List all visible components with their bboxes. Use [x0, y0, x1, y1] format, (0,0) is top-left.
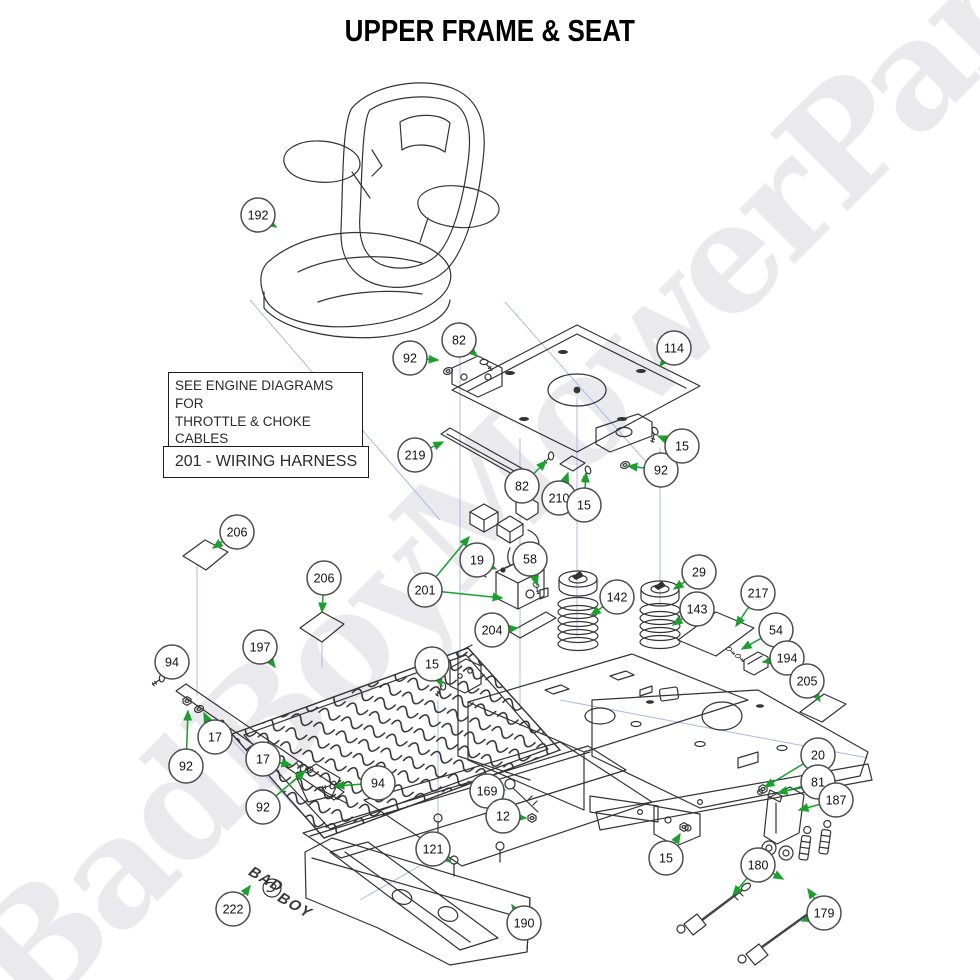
callout-187: 187 — [818, 782, 854, 818]
slide-strip — [440, 427, 524, 476]
floor-mat — [230, 647, 562, 839]
svg-text:15: 15 — [659, 852, 673, 866]
svg-text:219: 219 — [405, 449, 426, 463]
svg-text:92: 92 — [256, 801, 270, 815]
cables — [676, 819, 832, 966]
svg-text:94: 94 — [165, 656, 179, 670]
brand-word-boy: BOY — [273, 890, 317, 921]
svg-text:143: 143 — [687, 603, 708, 617]
svg-text:20: 20 — [811, 749, 825, 763]
svg-text:206: 206 — [314, 572, 335, 586]
callout-92: 92 — [168, 748, 204, 784]
callout-82: 82 — [441, 322, 477, 358]
svg-text:190: 190 — [514, 917, 535, 931]
note-engine-diagrams: SEE ENGINE DIAGRAMS FOR THROTTLE & CHOKE… — [168, 372, 363, 453]
callout-180: 180 — [740, 847, 776, 883]
seat-plate — [451, 324, 701, 453]
svg-text:121: 121 — [423, 843, 444, 857]
svg-text:204: 204 — [482, 624, 503, 638]
svg-text:179: 179 — [814, 907, 835, 921]
callout-29: 29 — [681, 554, 717, 590]
callout-194: 194 — [769, 640, 805, 676]
svg-text:58: 58 — [523, 553, 537, 567]
callout-201: 201 — [407, 572, 443, 608]
note-line: THROTTLE & CHOKE CABLES — [175, 413, 311, 447]
svg-text:92: 92 — [179, 760, 193, 774]
callout-92: 92 — [245, 789, 281, 825]
callout-206: 206 — [306, 560, 342, 596]
svg-text:205: 205 — [797, 675, 818, 689]
svg-text:92: 92 — [403, 352, 417, 366]
callout-12: 12 — [485, 798, 521, 834]
note-wiring-harness: 201 - WIRING HARNESS — [163, 446, 369, 478]
callout-bubbles: 192 92 82 114 219 82 210 15 92 15 206 206 201 19 58 204… — [154, 197, 854, 941]
fasteners — [151, 358, 769, 877]
callout-19: 19 — [459, 542, 495, 578]
callout-222: 222 — [215, 891, 251, 927]
callout-219: 219 — [397, 437, 433, 473]
note-line: 201 - WIRING HARNESS — [174, 453, 358, 470]
svg-text:29: 29 — [692, 566, 706, 580]
svg-text:92: 92 — [654, 464, 668, 478]
svg-text:169: 169 — [477, 785, 498, 799]
callout-82: 82 — [504, 468, 540, 504]
callout-58: 58 — [512, 541, 548, 577]
callout-92: 92 — [392, 340, 428, 376]
callout-15: 15 — [648, 840, 684, 876]
svg-text:81: 81 — [811, 776, 825, 790]
brand-word-bad: BAD — [244, 864, 288, 895]
svg-text:15: 15 — [675, 440, 689, 454]
callout-15: 15 — [566, 487, 602, 523]
callout-92: 92 — [643, 452, 679, 488]
page-title: UPPER FRAME & SEAT — [344, 13, 636, 48]
svg-text:180: 180 — [748, 859, 769, 873]
callout-169: 169 — [469, 773, 505, 809]
callout-206: 206 — [219, 514, 255, 550]
callout-143: 143 — [679, 591, 715, 627]
svg-text:222: 222 — [223, 903, 244, 917]
callout-94: 94 — [360, 765, 396, 801]
callout-179: 179 — [806, 895, 842, 931]
callout-17: 17 — [197, 719, 233, 755]
svg-text:82: 82 — [515, 480, 529, 494]
callout-15: 15 — [664, 428, 700, 464]
svg-text:206: 206 — [227, 526, 248, 540]
svg-text:54: 54 — [769, 624, 783, 638]
svg-text:15: 15 — [577, 499, 591, 513]
callout-217: 217 — [740, 575, 776, 611]
svg-text:94: 94 — [371, 777, 385, 791]
callout-142: 142 — [599, 579, 635, 615]
bracket-assembly — [761, 786, 805, 861]
svg-text:194: 194 — [777, 652, 798, 666]
svg-text:82: 82 — [452, 334, 466, 348]
svg-text:19: 19 — [470, 554, 484, 568]
svg-text:210: 210 — [549, 492, 570, 506]
callout-204: 204 — [474, 612, 510, 648]
svg-text:142: 142 — [607, 591, 628, 605]
svg-text:15: 15 — [425, 658, 439, 672]
spring-cap-142 — [557, 570, 599, 652]
svg-text:17: 17 — [256, 753, 270, 767]
note-line: SEE ENGINE DIAGRAMS FOR — [175, 378, 334, 411]
callout-114: 114 — [656, 330, 692, 366]
callout-17: 17 — [245, 741, 281, 777]
svg-text:217: 217 — [748, 587, 769, 601]
svg-text:17: 17 — [208, 731, 222, 745]
svg-text:201: 201 — [415, 584, 436, 598]
callout-192: 192 — [240, 197, 276, 233]
callout-81: 81 — [800, 764, 836, 800]
svg-text:197: 197 — [250, 641, 271, 655]
callout-121: 121 — [415, 831, 451, 867]
callout-197: 197 — [242, 629, 278, 665]
callout-190: 190 — [506, 905, 542, 941]
svg-text:187: 187 — [826, 794, 847, 808]
svg-text:192: 192 — [248, 209, 269, 223]
callout-205: 205 — [789, 663, 825, 699]
callout-15: 15 — [414, 646, 450, 682]
callout-94: 94 — [154, 644, 190, 680]
seat-illustration — [260, 82, 500, 339]
svg-text:12: 12 — [496, 810, 510, 824]
svg-text:114: 114 — [664, 342, 684, 356]
